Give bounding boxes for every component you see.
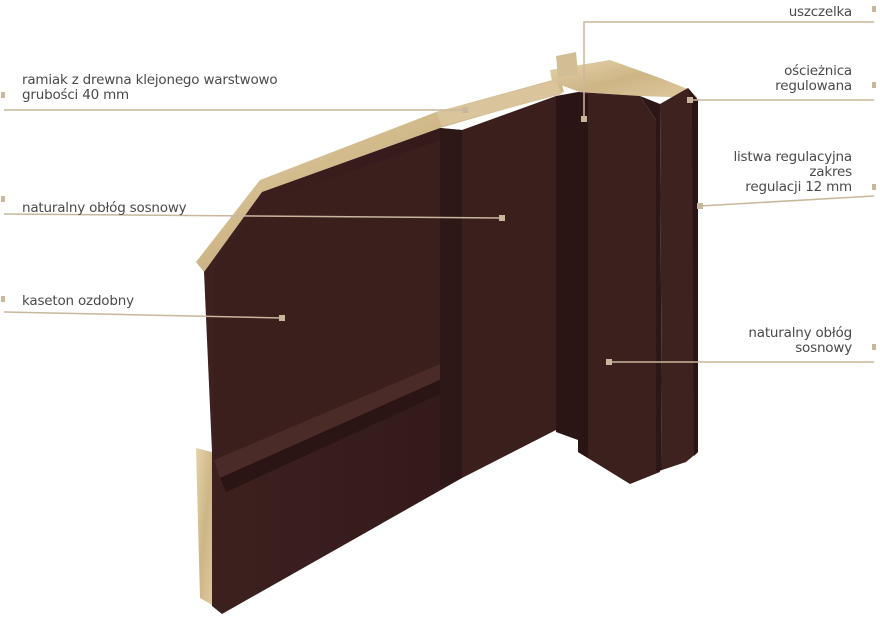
leaf-top-wood bbox=[436, 80, 562, 126]
door-leaf bbox=[196, 78, 564, 614]
label-uszczelka: uszczelka bbox=[788, 4, 852, 20]
label-oscieznica-line1: ościeżnica bbox=[784, 63, 852, 79]
leader-uszczelka bbox=[583, 21, 874, 118]
label-listwa-line3: regulacji 12 mm bbox=[745, 179, 852, 195]
leaf-stile-right bbox=[462, 96, 556, 478]
frame-groove bbox=[640, 96, 662, 472]
leader-oblog-left bbox=[3, 213, 503, 219]
marker-oscieznica bbox=[872, 82, 876, 88]
marker-oblog-left bbox=[1, 196, 5, 202]
marker-uszczelka-end bbox=[581, 116, 587, 122]
label-rama: ramiak z drewna klejonego warstwowo grub… bbox=[22, 72, 278, 103]
adjustment-strip-edge bbox=[688, 88, 698, 456]
label-oblog-right: naturalny obłóg sosnowy bbox=[748, 326, 852, 356]
door-frame bbox=[550, 52, 698, 484]
frame-main bbox=[578, 92, 660, 484]
frame-wood-top bbox=[550, 60, 698, 98]
adjustment-strip bbox=[660, 88, 698, 470]
seal-strip bbox=[556, 52, 578, 78]
marker-oscieznica-end bbox=[687, 97, 693, 103]
leader-listwa bbox=[699, 195, 875, 207]
leaf-stile bbox=[440, 128, 462, 486]
marker-rama-left bbox=[1, 92, 5, 98]
label-listwa-line1: listwa regulacyjna bbox=[733, 149, 852, 165]
label-rama-line1: ramiak z drewna klejonego warstwowo bbox=[22, 72, 278, 88]
marker-oblog-right-end bbox=[606, 359, 612, 365]
label-kaseton: kaseton ozdobny bbox=[22, 293, 134, 309]
marker-kaseton-end bbox=[279, 315, 285, 321]
leader-markers bbox=[1, 6, 876, 365]
kaseton-molding-shadow bbox=[220, 370, 462, 492]
leader-lines bbox=[3, 21, 875, 363]
marker-kaseton bbox=[1, 296, 5, 302]
label-oscieznica: ościeżnica regulowana bbox=[775, 64, 852, 94]
kaseton-molding bbox=[214, 364, 462, 478]
frame-rebate bbox=[556, 92, 578, 440]
leader-kaseton bbox=[3, 311, 283, 319]
label-oblog-right-line1: naturalny obłóg bbox=[748, 325, 852, 341]
label-oblog-left: naturalny obłóg sosnowy bbox=[22, 200, 187, 216]
marker-oblog-right bbox=[872, 344, 876, 350]
frame-edge-dark bbox=[578, 92, 588, 458]
label-listwa-line2: zakres bbox=[809, 164, 852, 180]
marker-listwa-end bbox=[697, 203, 703, 209]
label-oscieznica-line2: regulowana bbox=[775, 78, 852, 94]
marker-uszczelka bbox=[872, 6, 876, 12]
label-listwa: listwa regulacyjna zakres regulacji 12 m… bbox=[733, 150, 852, 195]
marker-rama-right bbox=[462, 107, 468, 113]
label-rama-line2: grubości 40 mm bbox=[22, 87, 129, 103]
marker-oblog-left-end bbox=[499, 215, 505, 221]
marker-listwa bbox=[872, 184, 876, 190]
kaseton-panel bbox=[214, 140, 440, 460]
leaf-wood-bottom-edge bbox=[196, 448, 214, 606]
label-oblog-right-line2: sosnowy bbox=[795, 340, 852, 356]
